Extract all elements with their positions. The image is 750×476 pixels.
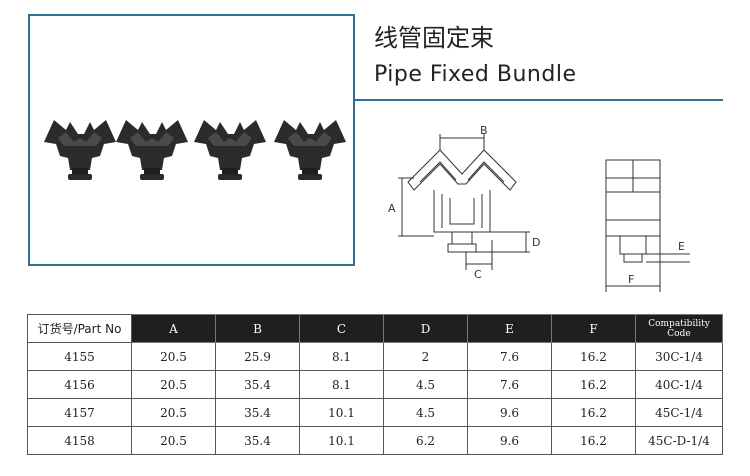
dim-label-b: B [480, 124, 488, 137]
table-header-row: 订货号/Part No A B C D E F Compatibility Co… [27, 314, 723, 343]
header-e: E [467, 314, 552, 343]
cell-d: 6.2 [383, 426, 468, 455]
cell-compatibility-code: 45C-D-1/4 [635, 426, 723, 455]
cell-compatibility-code: 30C-1/4 [635, 342, 723, 371]
cell-compatibility-code: 40C-1/4 [635, 370, 723, 399]
table-row: 4155 20.5 25.9 8.1 2 7.6 16.2 30C-1/4 [27, 342, 723, 371]
cell-e: 9.6 [467, 398, 552, 427]
dim-label-a: A [388, 202, 396, 215]
cell-f: 16.2 [551, 342, 636, 371]
cell-e: 7.6 [467, 370, 552, 399]
product-photo [28, 14, 355, 266]
header-compatibility-code: Compatibility Code [635, 314, 723, 343]
cell-part-no: 4158 [27, 426, 132, 455]
cell-a: 20.5 [131, 370, 216, 399]
header-d: D [383, 314, 468, 343]
title-divider [355, 99, 723, 101]
spec-table: 订货号/Part No A B C D E F Compatibility Co… [27, 314, 723, 455]
cell-e: 7.6 [467, 342, 552, 371]
cell-c: 10.1 [299, 426, 384, 455]
header-b: B [215, 314, 300, 343]
header-a: A [131, 314, 216, 343]
cell-b: 35.4 [215, 370, 300, 399]
cell-f: 16.2 [551, 370, 636, 399]
table-row: 4156 20.5 35.4 8.1 4.5 7.6 16.2 40C-1/4 [27, 370, 723, 399]
title-english: Pipe Fixed Bundle [374, 62, 577, 87]
pipe-clip-photo [44, 120, 346, 180]
cell-b: 35.4 [215, 426, 300, 455]
cell-a: 20.5 [131, 426, 216, 455]
cell-compatibility-code: 45C-1/4 [635, 398, 723, 427]
cell-f: 16.2 [551, 398, 636, 427]
cell-part-no: 4156 [27, 370, 132, 399]
cell-a: 20.5 [131, 398, 216, 427]
cell-c: 10.1 [299, 398, 384, 427]
table-row: 4158 20.5 35.4 10.1 6.2 9.6 16.2 45C-D-1… [27, 426, 723, 455]
header-c: C [299, 314, 384, 343]
cell-d: 4.5 [383, 370, 468, 399]
cell-part-no: 4157 [27, 398, 132, 427]
dim-label-f: F [628, 273, 634, 286]
cell-a: 20.5 [131, 342, 216, 371]
dim-label-d: D [532, 236, 540, 249]
table-row: 4157 20.5 35.4 10.1 4.5 9.6 16.2 45C-1/4 [27, 398, 723, 427]
front-view [398, 134, 530, 270]
cell-e: 9.6 [467, 426, 552, 455]
cell-part-no: 4155 [27, 342, 132, 371]
header-part-no: 订货号/Part No [27, 314, 132, 343]
cell-b: 35.4 [215, 398, 300, 427]
cell-c: 8.1 [299, 370, 384, 399]
header-f: F [551, 314, 636, 343]
cell-d: 4.5 [383, 398, 468, 427]
cell-c: 8.1 [299, 342, 384, 371]
dim-label-e: E [678, 240, 685, 253]
technical-drawing: B A C D F E [388, 124, 690, 292]
title-chinese: 线管固定束 [374, 24, 494, 52]
cell-d: 2 [383, 342, 468, 371]
dim-label-c: C [474, 268, 482, 281]
cell-f: 16.2 [551, 426, 636, 455]
cell-b: 25.9 [215, 342, 300, 371]
side-view [605, 159, 690, 292]
